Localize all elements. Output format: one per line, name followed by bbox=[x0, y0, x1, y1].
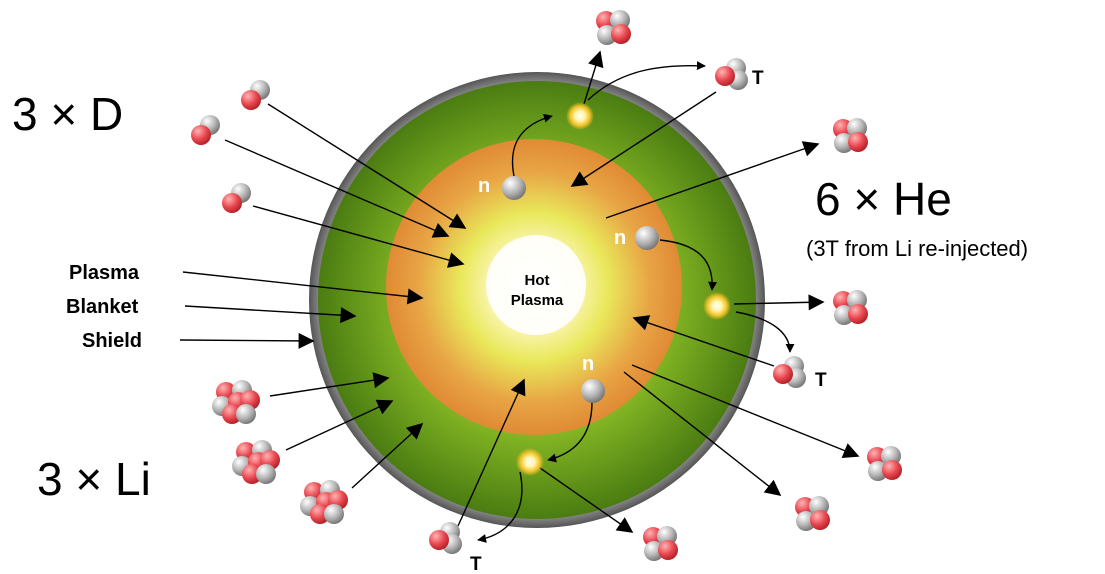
plasma-pointer-arrow bbox=[182, 271, 424, 305]
layer-label-plasma: Plasma bbox=[69, 262, 140, 284]
tritium-arrows bbox=[457, 61, 795, 543]
helium-cluster bbox=[867, 446, 902, 481]
proton-ball bbox=[848, 304, 868, 324]
proton-ball bbox=[191, 125, 211, 145]
neutron-path-arrow bbox=[547, 401, 593, 463]
neutron-path-arrow bbox=[659, 239, 718, 291]
lithium-cluster bbox=[300, 480, 348, 524]
helium-label: 6 × He bbox=[815, 173, 952, 225]
deuterium-arrow bbox=[224, 139, 450, 238]
neutron-label: n bbox=[582, 353, 594, 375]
neutron-ball bbox=[236, 404, 256, 424]
layer-label-blanket: Blanket bbox=[66, 296, 139, 318]
tritium-cluster bbox=[429, 522, 462, 554]
helium-arrows bbox=[539, 50, 860, 533]
lithium-cluster bbox=[212, 380, 260, 424]
helium-cluster bbox=[833, 118, 868, 153]
proton-ball bbox=[715, 66, 735, 86]
deuterium-cluster bbox=[222, 183, 251, 213]
helium-arrow bbox=[539, 467, 634, 533]
deuterium-label: 3 × D bbox=[12, 88, 123, 140]
reaction-glows bbox=[516, 102, 731, 476]
tritium-label: T bbox=[470, 554, 482, 574]
helium-arrow bbox=[605, 141, 820, 219]
hot-plasma-core bbox=[486, 235, 586, 335]
deuterium-arrows bbox=[224, 103, 467, 268]
tritium-path-arrow bbox=[477, 471, 523, 543]
proton-ball bbox=[882, 460, 902, 480]
lithium-arrow bbox=[285, 399, 394, 451]
tritium-label: T bbox=[815, 370, 827, 391]
helium-cluster bbox=[643, 526, 678, 561]
reaction-glow bbox=[516, 448, 544, 476]
lithium-label: 3 × Li bbox=[37, 453, 151, 505]
proton-ball bbox=[848, 132, 868, 152]
tritium-path-arrow bbox=[735, 311, 795, 353]
neutron-particle bbox=[635, 226, 659, 250]
helium-arrow bbox=[623, 371, 782, 496]
helium-cluster bbox=[795, 496, 830, 531]
layer-pointer-arrows bbox=[179, 271, 424, 349]
tritium-label: T bbox=[752, 68, 764, 89]
deuterium-arrow bbox=[252, 205, 465, 268]
reaction-glow bbox=[566, 102, 594, 130]
neutron-ball bbox=[324, 504, 344, 524]
proton-ball bbox=[242, 464, 262, 484]
proton-ball bbox=[773, 364, 793, 384]
deuterium-arrow bbox=[267, 103, 467, 229]
tritium-reinjection-arrow bbox=[570, 91, 717, 187]
helium-note: (3T from Li re-injected) bbox=[806, 236, 1028, 261]
helium-arrow bbox=[583, 50, 604, 105]
core-label-line2: Plasma bbox=[511, 292, 564, 309]
neutron-paths bbox=[511, 113, 718, 463]
core-label-line1: Hot bbox=[525, 272, 550, 289]
particle-clusters bbox=[191, 10, 902, 561]
lithium-arrows bbox=[269, 372, 424, 489]
layer-label-shield: Shield bbox=[82, 330, 142, 352]
helium-cluster bbox=[833, 290, 868, 325]
lithium-arrow bbox=[269, 372, 390, 397]
blanket-pointer-arrow bbox=[184, 305, 357, 324]
neutron-particle bbox=[502, 176, 526, 200]
helium-arrow bbox=[733, 294, 825, 311]
neutrons bbox=[502, 176, 659, 403]
proton-ball bbox=[810, 510, 830, 530]
neutron-particle bbox=[581, 379, 605, 403]
neutron-label: n bbox=[478, 175, 490, 197]
neutron-label: n bbox=[614, 227, 626, 249]
lithium-arrow bbox=[351, 422, 424, 489]
tritium-reinjection-arrow bbox=[457, 378, 526, 527]
helium-arrow bbox=[631, 364, 860, 459]
neutron-ball bbox=[256, 464, 276, 484]
proton-ball bbox=[241, 90, 261, 110]
tritium-cluster bbox=[715, 58, 748, 90]
neutron-path-arrow bbox=[511, 113, 553, 177]
proton-ball bbox=[429, 530, 449, 550]
tritium-cluster bbox=[773, 356, 806, 388]
proton-ball bbox=[611, 24, 631, 44]
shield-pointer-arrow bbox=[179, 332, 315, 349]
tritium-reinjection-arrow bbox=[632, 315, 775, 367]
proton-ball bbox=[658, 540, 678, 560]
lithium-cluster bbox=[232, 440, 280, 484]
deuterium-cluster bbox=[241, 80, 270, 110]
tritium-path-arrow bbox=[587, 61, 706, 101]
proton-ball bbox=[222, 404, 242, 424]
reactor bbox=[309, 72, 765, 528]
proton-ball bbox=[310, 504, 330, 524]
proton-ball bbox=[222, 193, 242, 213]
deuterium-cluster bbox=[191, 115, 220, 145]
reaction-glow bbox=[703, 292, 731, 320]
helium-cluster bbox=[596, 10, 631, 45]
